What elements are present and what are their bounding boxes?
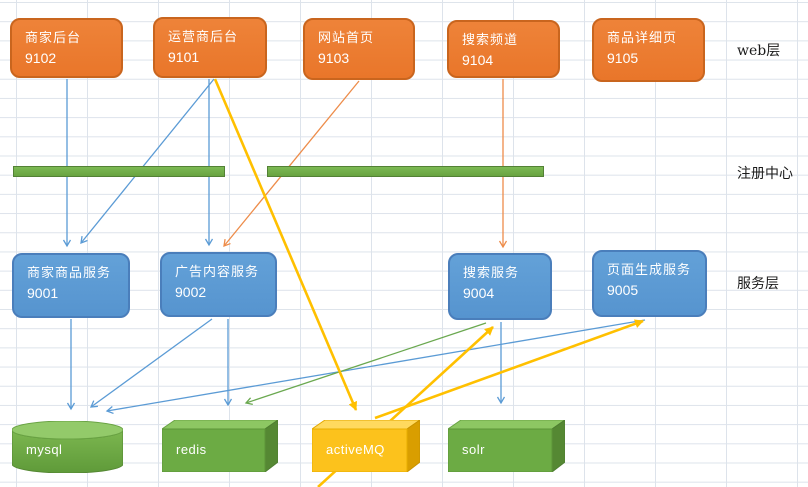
service-node-page-gen[interactable]: 页面生成服务 9005 <box>592 250 707 317</box>
edge-operator-admin-to-merchant-product-service <box>81 78 215 243</box>
web-node-site-home[interactable]: 网站首页 9103 <box>303 18 415 80</box>
node-title: 页面生成服务 <box>607 262 692 277</box>
service-node-ad-content[interactable]: 广告内容服务 9002 <box>160 252 277 317</box>
node-port: 9105 <box>607 50 639 66</box>
infra-label: redis <box>176 442 207 457</box>
edge-search-service-to-redis <box>246 322 487 403</box>
web-node-search-channel[interactable]: 搜索频道 9104 <box>447 20 560 78</box>
registry-bar-left[interactable] <box>13 166 225 177</box>
web-layer-label: web层 <box>737 43 781 59</box>
service-node-merchant-product[interactable]: 商家商品服务 9001 <box>12 253 130 318</box>
node-port: 9001 <box>27 285 59 301</box>
edge-operator-admin-to-activemq <box>213 78 358 411</box>
edge-activemq-to-page-gen-service <box>374 319 644 420</box>
node-title: 搜索频道 <box>462 32 519 47</box>
infra-node-mysql[interactable]: mysql <box>12 421 123 473</box>
web-node-operator-admin[interactable]: 运营商后台 9101 <box>153 17 267 78</box>
infra-node-activemq[interactable]: activeMQ <box>312 420 420 472</box>
node-title: 商家后台 <box>25 30 82 45</box>
service-node-search[interactable]: 搜索服务 9004 <box>448 253 552 320</box>
edge-ad-content-service-to-mysql <box>91 318 213 407</box>
node-title: 广告内容服务 <box>175 264 260 279</box>
node-port: 9102 <box>25 50 57 66</box>
node-title: 运营商后台 <box>168 29 239 44</box>
activemq-box-shape <box>312 420 420 472</box>
node-port: 9104 <box>462 52 494 68</box>
node-title: 商家商品服务 <box>27 265 112 280</box>
edge-page-gen-service-to-mysql <box>107 319 646 411</box>
web-node-merchant-admin[interactable]: 商家后台 9102 <box>10 18 123 78</box>
redis-box-shape <box>162 420 278 472</box>
node-title: 搜索服务 <box>463 265 520 280</box>
infra-label: mysql <box>26 442 63 457</box>
mysql-cylinder-shape <box>12 421 123 473</box>
edge-site-home-to-ad-content-service <box>224 80 360 246</box>
node-title: 商品详细页 <box>607 30 678 45</box>
node-port: 9002 <box>175 284 207 300</box>
node-port: 9005 <box>607 282 639 298</box>
registry-layer-label: 注册中心 <box>737 166 793 182</box>
service-layer-label: 服务层 <box>737 276 779 292</box>
web-node-product-detail[interactable]: 商品详细页 9105 <box>592 18 705 82</box>
infra-node-solr[interactable]: solr <box>448 420 565 472</box>
node-port: 9103 <box>318 50 350 66</box>
node-port: 9004 <box>463 285 495 301</box>
node-title: 网站首页 <box>318 30 375 45</box>
infra-label: activeMQ <box>326 442 385 457</box>
solr-box-shape <box>448 420 565 472</box>
registry-bar-right[interactable] <box>267 166 544 177</box>
infra-node-redis[interactable]: redis <box>162 420 278 472</box>
node-port: 9101 <box>168 49 200 65</box>
infra-label: solr <box>462 442 485 457</box>
